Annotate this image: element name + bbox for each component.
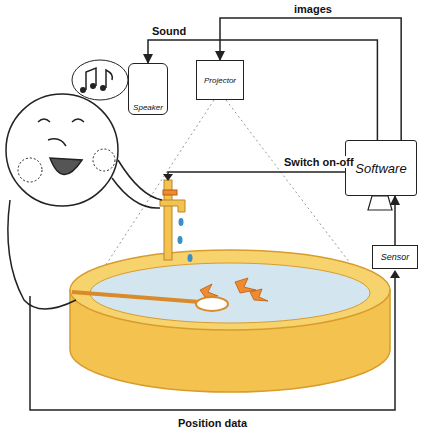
pool xyxy=(70,250,390,392)
connector-arrow xyxy=(148,40,377,140)
switch-wire xyxy=(163,172,345,181)
software-monitor: Software xyxy=(345,140,417,196)
signal-label: Switch on-off xyxy=(282,156,356,168)
edge-label: images xyxy=(292,3,334,15)
sensor-box: Sensor xyxy=(372,245,418,269)
position-wire xyxy=(30,270,400,410)
node-label: Sensor xyxy=(381,252,410,262)
signal-label: Position data xyxy=(176,417,249,429)
edge-label: Sound xyxy=(150,25,188,37)
connector-arrow xyxy=(394,196,396,245)
node-label: Software xyxy=(355,161,406,176)
node-label: Projector xyxy=(204,76,236,85)
child-figure xyxy=(6,94,228,311)
projector-box: Projector xyxy=(196,60,244,100)
node-label: Speaker xyxy=(133,103,163,112)
connector-arrow xyxy=(220,18,401,140)
sound-bubble xyxy=(72,60,128,100)
faucet xyxy=(160,180,193,262)
speaker-box: Speaker xyxy=(128,63,168,115)
monitor-stand xyxy=(368,196,392,210)
